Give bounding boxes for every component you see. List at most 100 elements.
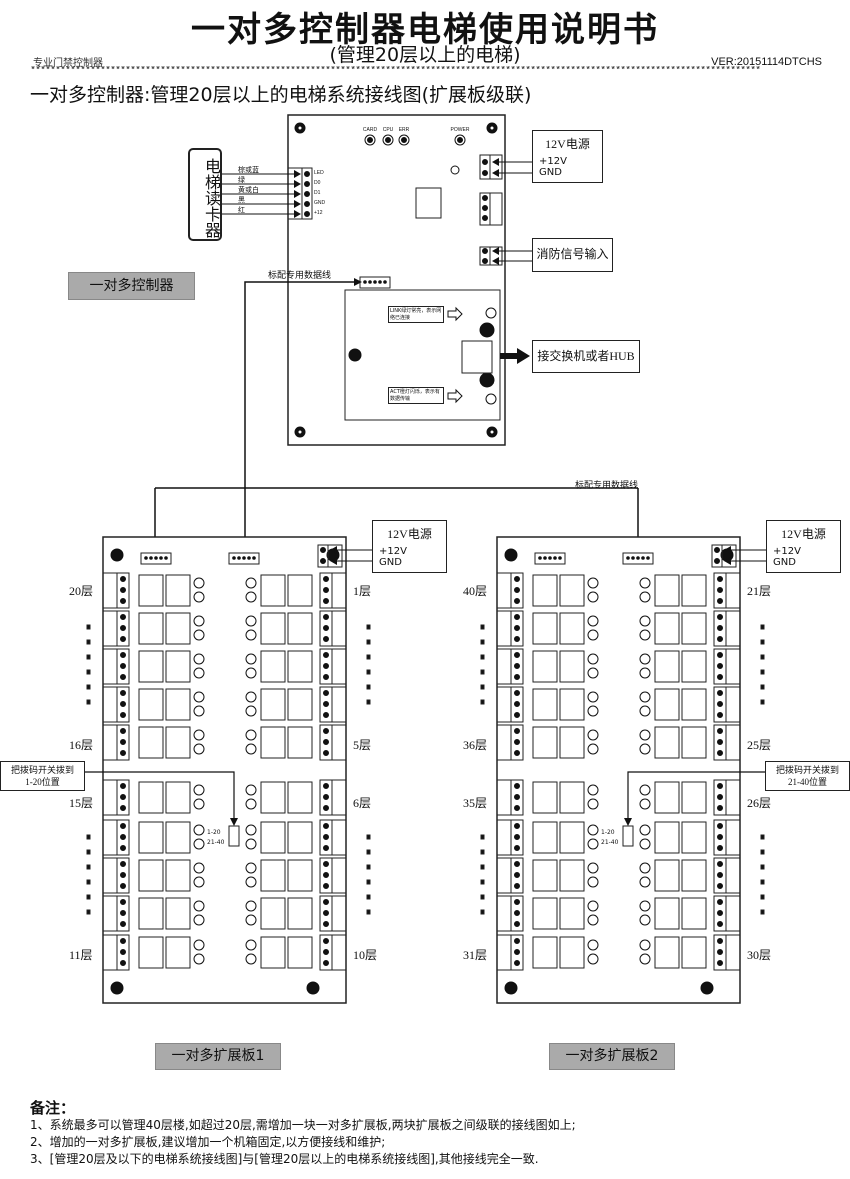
led-icon xyxy=(587,953,599,965)
terminal-pin xyxy=(323,910,329,916)
led-icon xyxy=(193,784,205,796)
led-icon xyxy=(639,900,651,912)
relay-icon xyxy=(559,688,585,721)
terminal-pin xyxy=(514,739,520,745)
terminal-pin xyxy=(717,587,723,593)
connector-pin xyxy=(252,556,256,560)
led-icon xyxy=(587,784,599,796)
dip-note-line: 把拨码开关拨到 xyxy=(10,765,74,775)
led-label-cpu: CPU xyxy=(382,127,394,133)
terminal-pin xyxy=(482,205,488,211)
terminal-pin xyxy=(120,598,126,604)
terminal-pin xyxy=(323,701,329,707)
relay-icon xyxy=(165,650,191,683)
floor-label: 26层 xyxy=(747,796,772,810)
floor-label: 5层 xyxy=(353,738,372,752)
relay-icon xyxy=(532,726,558,759)
relay-icon xyxy=(165,612,191,645)
floor-label: 31层 xyxy=(463,948,488,962)
ellipsis-dot xyxy=(86,654,91,660)
relay-icon xyxy=(165,821,191,854)
led-icon xyxy=(193,629,205,641)
arrow-icon xyxy=(500,348,530,364)
floor-label: 35层 xyxy=(463,796,488,810)
connector-pin xyxy=(553,556,557,560)
ellipsis-dot xyxy=(760,684,765,690)
hub-box: 接交换机或者HUB xyxy=(532,340,640,373)
mount-hole-icon xyxy=(348,348,362,362)
led-icon xyxy=(587,667,599,679)
led-label-err: ERR xyxy=(398,127,410,133)
floor-terminal-block xyxy=(319,572,333,609)
floor-terminal-block xyxy=(116,686,130,723)
led-icon xyxy=(245,577,257,589)
led-icon xyxy=(587,615,599,627)
mount-hole-center xyxy=(297,429,303,435)
ellipsis-dot xyxy=(366,654,371,660)
floor-terminal-block xyxy=(319,819,333,856)
relay-icon xyxy=(138,781,164,814)
ellipsis-dot xyxy=(86,834,91,840)
relay-icon xyxy=(681,688,707,721)
terminal-pin xyxy=(514,861,520,867)
floor-terminal-block xyxy=(116,857,130,894)
led-icon xyxy=(367,137,373,143)
terminal-pin xyxy=(514,845,520,851)
terminal-pin xyxy=(304,171,310,177)
connector-pin xyxy=(242,556,246,560)
terminal-pin xyxy=(304,211,310,217)
floor-terminal-block xyxy=(713,819,727,856)
floor-label: 11层 xyxy=(69,948,93,962)
floor-label: 10层 xyxy=(353,948,378,962)
floor-terminal-block xyxy=(713,779,727,816)
terminal-pin xyxy=(514,794,520,800)
terminal-pin xyxy=(323,883,329,889)
notes-section: 备注： 1、系统最多可以管理40层楼,如超过20层,需增加一块一对多扩展板,两块… xyxy=(30,1100,576,1168)
ellipsis-dot xyxy=(86,699,91,705)
expansion-board-label: 一对多扩展板2 xyxy=(549,1043,675,1070)
led-label-power: POWER xyxy=(450,127,470,133)
led-icon xyxy=(587,691,599,703)
terminal-pin xyxy=(120,576,126,582)
led-icon xyxy=(639,615,651,627)
terminal-pin xyxy=(514,690,520,696)
expansion-board-label: 一对多扩展板1 xyxy=(155,1043,281,1070)
led-icon xyxy=(587,729,599,741)
arrow-icon xyxy=(294,180,301,188)
terminal-pin xyxy=(323,899,329,905)
ellipsis-dot xyxy=(480,639,485,645)
led-icon xyxy=(639,653,651,665)
connector-pin xyxy=(383,280,387,284)
power-terminal-block xyxy=(327,544,343,568)
terminal-pin xyxy=(120,652,126,658)
led-icon xyxy=(639,729,651,741)
ellipsis-dot xyxy=(366,894,371,900)
relay-icon xyxy=(165,859,191,892)
arrow-icon xyxy=(447,388,463,404)
led-icon xyxy=(587,743,599,755)
led-icon xyxy=(245,629,257,641)
relay-icon xyxy=(165,726,191,759)
floor-terminal-block xyxy=(510,819,524,856)
fire-signal-box: 消防信号输入 xyxy=(532,238,613,272)
terminal-pin xyxy=(120,899,126,905)
relay-icon xyxy=(559,821,585,854)
power-terminal-block xyxy=(489,154,503,180)
terminal-pin xyxy=(120,938,126,944)
ellipsis-dot xyxy=(760,849,765,855)
led-icon xyxy=(639,667,651,679)
relay-icon xyxy=(260,897,286,930)
terminal-pin xyxy=(482,248,488,254)
relay-icon xyxy=(260,821,286,854)
terminal-pin xyxy=(717,739,723,745)
led-icon xyxy=(587,838,599,850)
relay-icon xyxy=(681,726,707,759)
relay-icon xyxy=(532,897,558,930)
relay-icon xyxy=(260,726,286,759)
terminal-pin xyxy=(514,576,520,582)
led-icon xyxy=(587,914,599,926)
terminal-pin xyxy=(717,960,723,966)
relay-icon xyxy=(532,859,558,892)
terminal-pin xyxy=(514,701,520,707)
relay-icon xyxy=(654,612,680,645)
